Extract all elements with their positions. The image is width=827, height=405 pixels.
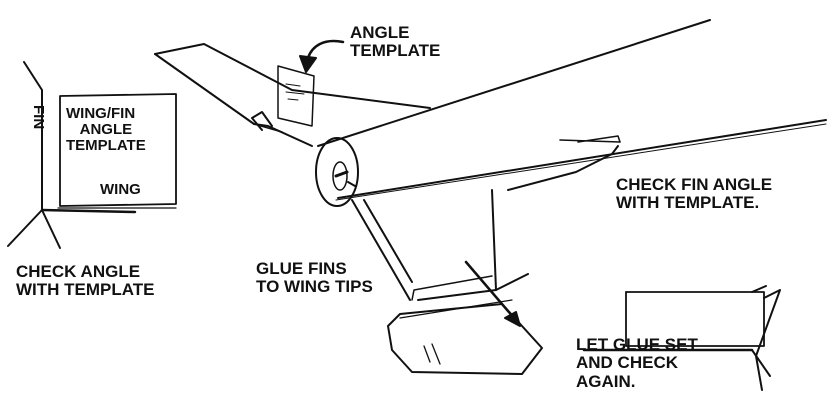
fin-piece bbox=[387, 299, 543, 375]
label-glue-fins: GLUE FINS TO WING TIPS bbox=[256, 259, 373, 297]
lower-wing bbox=[351, 135, 621, 301]
label-check-fin-angle: CHECK FIN ANGLE WITH TEMPLATE. bbox=[616, 175, 773, 213]
left-corner-illustration bbox=[7, 61, 177, 249]
label-fin: FIN bbox=[30, 105, 47, 130]
upper-wing bbox=[154, 43, 431, 147]
label-let-glue-set: LET GLUE SET AND CHECK AGAIN. bbox=[576, 335, 698, 391]
label-wing-fin-template: WING/FIN ANGLE TEMPLATE bbox=[66, 105, 146, 155]
angle-template-drawing bbox=[277, 65, 315, 127]
arrow-glue-fins bbox=[464, 260, 521, 327]
right-corner-illustration bbox=[582, 285, 781, 391]
label-angle-template: ANGLE TEMPLATE bbox=[350, 23, 441, 61]
arrow-angle-template bbox=[299, 39, 345, 73]
label-wing: WING bbox=[100, 181, 141, 198]
label-check-angle: CHECK ANGLE WITH TEMPLATE bbox=[16, 262, 155, 300]
fuselage bbox=[315, 19, 827, 207]
